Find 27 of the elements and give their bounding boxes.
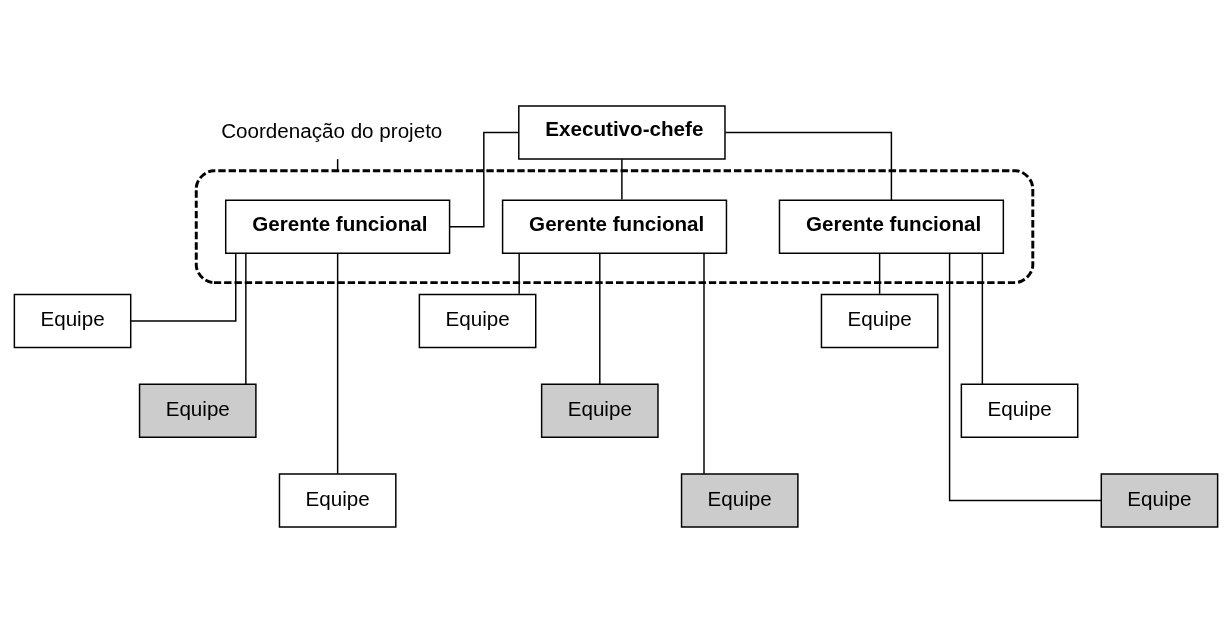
connector xyxy=(878,252,881,295)
node-box: Equipe xyxy=(1100,473,1219,528)
cluster xyxy=(194,169,1035,285)
node-box: Gerente funcional xyxy=(501,199,728,254)
node-box: Equipe xyxy=(13,293,132,349)
node-box: Equipe xyxy=(540,383,659,438)
connector xyxy=(703,252,705,475)
node-box: Equipe xyxy=(138,383,257,438)
connector xyxy=(245,252,247,385)
node-box: Gerente funcional xyxy=(224,199,451,254)
connector xyxy=(948,252,1102,502)
node-box: Equipe xyxy=(418,293,537,349)
node-text: Coordenação do projeto xyxy=(221,118,443,142)
connector xyxy=(724,131,893,201)
node-box: Equipe xyxy=(680,473,799,528)
node-box: Equipe xyxy=(278,473,397,528)
connector xyxy=(449,131,520,228)
connector xyxy=(981,252,984,385)
node-box: Equipe xyxy=(960,383,1079,438)
connector xyxy=(518,252,520,295)
connector xyxy=(599,252,601,385)
connector xyxy=(336,252,339,475)
node-box: Executivo-chefe xyxy=(518,105,726,160)
node-box: Equipe xyxy=(820,293,939,349)
node-box: Gerente funcional xyxy=(778,199,1005,254)
connector xyxy=(130,252,237,322)
connector xyxy=(621,158,623,201)
